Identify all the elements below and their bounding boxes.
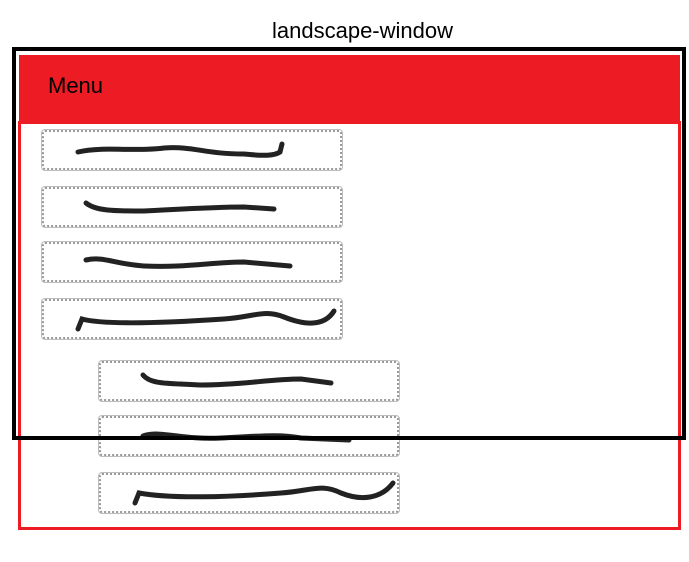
menu-header: Menu [19, 55, 680, 124]
placeholder-text-scribble [75, 141, 285, 158]
placeholder-text-scribble [83, 200, 277, 214]
placeholder-text-scribble [75, 308, 337, 332]
list-item-nested[interactable] [98, 360, 400, 402]
placeholder-text-scribble [132, 480, 396, 506]
content-frame [18, 121, 681, 530]
list-item[interactable] [41, 129, 343, 171]
list-item[interactable] [41, 298, 343, 340]
landscape-window-frame [12, 47, 686, 440]
window-title: landscape-window [272, 18, 453, 43]
placeholder-text-scribble [140, 372, 334, 388]
placeholder-text-scribble [83, 256, 293, 269]
menu-label[interactable]: Menu [48, 73, 104, 98]
list-item[interactable] [41, 241, 343, 283]
list-item[interactable] [41, 186, 343, 228]
list-item-nested[interactable] [98, 472, 400, 514]
